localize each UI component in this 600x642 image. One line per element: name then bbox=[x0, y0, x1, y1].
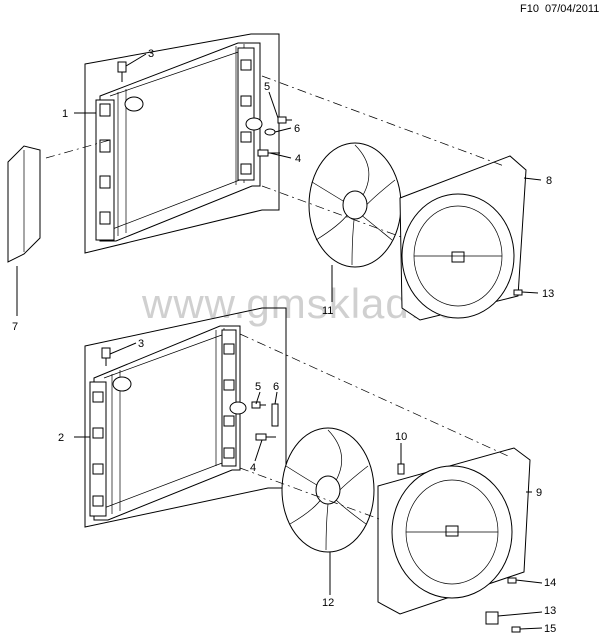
callout-lower-3: 3 bbox=[138, 338, 144, 350]
upper-drain-plug-part-5 bbox=[277, 116, 292, 124]
lower-screw-part-10 bbox=[397, 463, 405, 475]
upper-fan-blade-part-11 bbox=[308, 142, 402, 268]
upper-outlet-neck bbox=[245, 117, 263, 131]
lower-dash-line-2 bbox=[239, 467, 383, 521]
callout-lower-13: 13 bbox=[544, 605, 556, 617]
lower-outlet-neck bbox=[229, 401, 247, 415]
lower-radiator-left-tank bbox=[89, 381, 107, 517]
lower-radiator-core bbox=[93, 325, 241, 521]
lower-bolt-part-3 bbox=[101, 347, 111, 366]
callout-upper-13: 13 bbox=[542, 288, 554, 300]
lower-sensor-part-6 bbox=[271, 403, 279, 427]
page-code: F10 bbox=[520, 3, 539, 15]
upper-dash-line-3 bbox=[261, 185, 405, 239]
callout-lower-4: 4 bbox=[250, 462, 256, 474]
lower-radiator-assembly bbox=[84, 307, 287, 528]
lower-leader-lines bbox=[74, 342, 543, 630]
lower-inlet-neck bbox=[112, 376, 132, 392]
upper-inlet-neck bbox=[124, 96, 144, 112]
upper-bolt-part-3 bbox=[117, 61, 127, 82]
lower-fan-blade-part-12 bbox=[281, 427, 375, 553]
lower-clip-part-13 bbox=[485, 611, 499, 625]
upper-radiator-assembly bbox=[84, 33, 292, 254]
callout-lower-12: 12 bbox=[322, 597, 334, 609]
callout-upper-11: 11 bbox=[322, 305, 333, 317]
lower-radiator-fins bbox=[103, 328, 231, 514]
callout-upper-7: 7 bbox=[12, 321, 18, 333]
upper-dash-line-2 bbox=[261, 75, 505, 167]
baffle-part-7 bbox=[7, 145, 41, 263]
callout-upper-8: 8 bbox=[546, 175, 552, 187]
upper-o-ring-part-6 bbox=[264, 128, 276, 136]
lower-sensor-part-4 bbox=[255, 433, 276, 441]
lower-screw-part-14 bbox=[507, 577, 517, 584]
page-date: 07/04/2011 bbox=[545, 3, 600, 15]
callout-upper-4: 4 bbox=[295, 153, 301, 165]
lower-dash-line-1 bbox=[239, 333, 509, 457]
upper-screw-part-13 bbox=[513, 289, 523, 296]
upper-radiator-left-tank bbox=[95, 99, 115, 241]
upper-radiator-core bbox=[99, 42, 261, 242]
upper-fan-shroud-part-8 bbox=[399, 155, 527, 321]
callout-upper-1: 1 bbox=[62, 108, 68, 120]
callout-lower-15: 15 bbox=[544, 623, 556, 635]
callout-lower-6: 6 bbox=[273, 381, 279, 393]
callout-lower-5: 5 bbox=[255, 381, 261, 393]
lower-screw-part-15 bbox=[511, 626, 521, 633]
callout-upper-6: 6 bbox=[294, 123, 300, 135]
callout-upper-3: 3 bbox=[148, 48, 154, 60]
upper-dash-line-1 bbox=[45, 139, 111, 159]
callout-lower-2: 2 bbox=[58, 432, 64, 444]
upper-assembly-frame bbox=[84, 33, 280, 254]
lower-fan-shroud-part-9 bbox=[377, 447, 531, 633]
upper-radiator-right-tank bbox=[237, 47, 255, 181]
callout-lower-14: 14 bbox=[544, 577, 556, 589]
callout-upper-5: 5 bbox=[264, 81, 270, 93]
upper-leader-lines bbox=[16, 53, 542, 316]
callout-lower-9: 9 bbox=[536, 487, 542, 499]
callout-lower-10: 10 bbox=[395, 431, 407, 443]
lower-drain-plug-part-5 bbox=[251, 401, 266, 409]
lower-radiator-right-tank bbox=[221, 329, 237, 467]
